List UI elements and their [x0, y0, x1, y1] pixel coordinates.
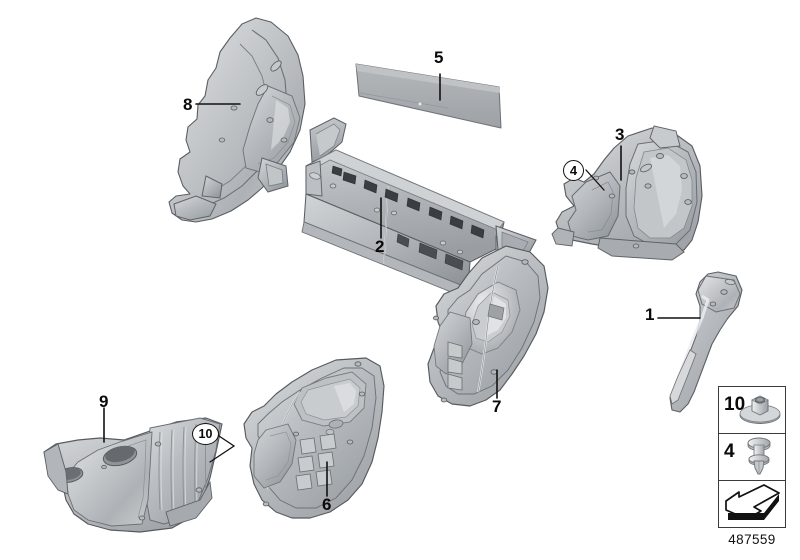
expanding-rivet-clip-icon [747, 437, 771, 475]
leader-line-4 [585, 169, 605, 191]
callout-3: 3 [615, 125, 625, 144]
callout-7: 7 [492, 397, 502, 416]
document-number: 487559 [728, 532, 776, 547]
callout-2: 2 [375, 237, 385, 256]
legend-item-10-label: 10 [724, 394, 746, 415]
legend-box: 10 [718, 386, 786, 528]
nut-with-washer-icon [739, 395, 781, 424]
leader-lines [103, 73, 701, 497]
legend-item-nut: 10 [719, 387, 785, 434]
callout-4: 4 [563, 160, 584, 181]
callout-5: 5 [434, 48, 444, 67]
callout-9: 9 [99, 392, 109, 411]
legend-item-4-label: 4 [724, 441, 735, 462]
part-7-shape [427, 245, 549, 407]
direction-arrow-icon [725, 484, 780, 520]
callout-6: 6 [322, 495, 332, 514]
callout-8: 8 [183, 95, 193, 114]
callout-10: 10 [192, 423, 219, 445]
part-3-shape [551, 125, 703, 261]
part-6-shape [243, 357, 385, 519]
part-8-shape [168, 17, 306, 223]
part-1-shape [669, 271, 743, 413]
part-5-shape [355, 63, 502, 129]
callout-1: 1 [645, 305, 655, 324]
leader-line-10 [209, 433, 236, 463]
legend-item-clip: 4 [719, 434, 785, 481]
legend-item-arrow [719, 481, 785, 528]
